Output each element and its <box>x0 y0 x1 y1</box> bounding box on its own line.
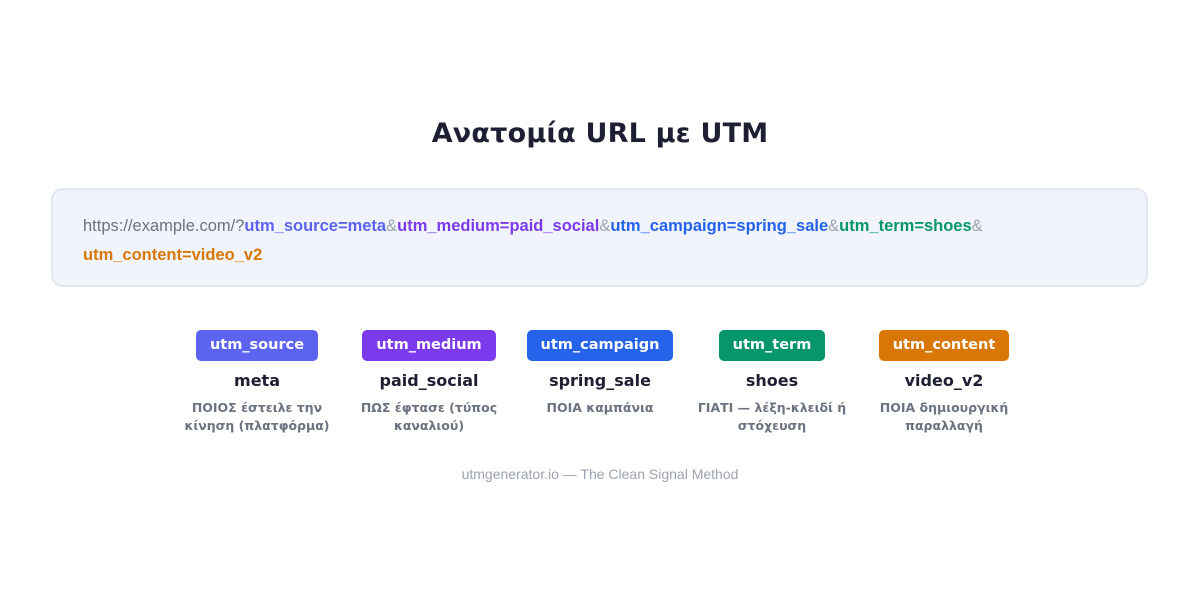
page-title: Ανατομία URL με UTM <box>431 118 769 149</box>
param-badge: utm_content <box>878 330 1010 361</box>
param-value: meta <box>234 371 280 390</box>
param-badge: utm_medium <box>362 330 496 361</box>
url-example-box: https://example.com/?utm_source=meta&utm… <box>51 188 1148 287</box>
url-separator: & <box>599 217 611 235</box>
param-badge: utm_campaign <box>526 330 674 361</box>
url-segment-campaign: utm_campaign=spring_sale <box>610 217 829 235</box>
param-value: video_v2 <box>904 371 984 390</box>
url-segment-content: utm_content=video_v2 <box>83 246 263 264</box>
param-description: ΠΟΙΑ καμπάνια <box>546 400 654 415</box>
url-base: https://example.com/? <box>83 217 245 235</box>
param-value: spring_sale <box>549 371 651 390</box>
footer-credit: utmgenerator.io — The Clean Signal Metho… <box>461 466 739 482</box>
param-value: shoes <box>745 371 799 390</box>
url-segment-term: utm_term=shoes <box>839 217 972 235</box>
param-badge: utm_source <box>195 330 319 361</box>
param-campaign: utm_campaign spring_sale ΠΟΙΑ καμπάνια <box>510 330 690 417</box>
param-value: paid_social <box>379 371 479 390</box>
param-badge: utm_term <box>718 330 826 361</box>
url-segment-medium: utm_medium=paid_social <box>397 217 600 235</box>
url-segment-source: utm_source=meta <box>244 217 387 235</box>
url-separator: & <box>386 217 398 235</box>
url-separator: & <box>971 217 983 235</box>
url-separator: & <box>828 217 840 235</box>
param-medium: utm_medium paid_social ΠΩΣ έφτασε (τύπος… <box>339 330 519 435</box>
